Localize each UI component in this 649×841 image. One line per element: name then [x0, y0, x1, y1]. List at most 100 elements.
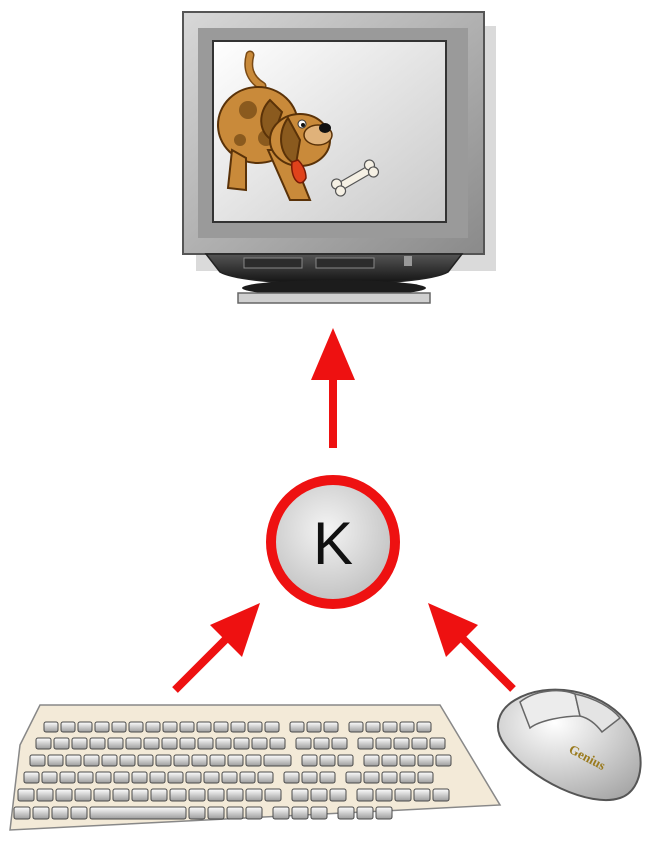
mouse-icon: Genius	[498, 690, 641, 800]
keyboard-key	[400, 772, 415, 783]
keyboard-key	[33, 807, 49, 819]
keyboard-key	[227, 789, 243, 801]
kernel-label: K	[313, 510, 353, 577]
keyboard-key	[314, 738, 329, 749]
keyboard-key	[349, 722, 363, 732]
arrow-keyboard-to-kernel	[175, 603, 260, 690]
keyboard-key	[417, 722, 431, 732]
keyboard-key	[126, 738, 141, 749]
keyboard-key	[120, 755, 135, 766]
keyboard-key	[72, 738, 87, 749]
keyboard-key	[258, 772, 273, 783]
keyboard-key	[311, 789, 327, 801]
keyboard-key	[151, 789, 167, 801]
keyboard-key	[332, 738, 347, 749]
keyboard-key	[168, 772, 183, 783]
keyboard-key	[414, 789, 430, 801]
keyboard-key	[192, 755, 207, 766]
keyboard-key	[231, 722, 245, 732]
keyboard-key	[228, 755, 243, 766]
keyboard-key	[265, 722, 279, 732]
keyboard-key	[156, 755, 171, 766]
keyboard-key	[364, 772, 379, 783]
keyboard-key	[436, 755, 451, 766]
keyboard-key	[320, 755, 335, 766]
keyboard-key	[400, 755, 415, 766]
keyboard-key	[78, 772, 93, 783]
keyboard-key	[102, 755, 117, 766]
keyboard-key	[146, 722, 160, 732]
keyboard-key	[94, 789, 110, 801]
keyboard-key	[284, 772, 299, 783]
keyboard-key	[42, 772, 57, 783]
keyboard-key	[14, 807, 30, 819]
keyboard-key	[324, 722, 338, 732]
keyboard-key	[383, 722, 397, 732]
keyboard-icon	[10, 705, 500, 830]
arrow-mouse-to-kernel	[428, 603, 513, 689]
keyboard-key	[418, 772, 433, 783]
keyboard-key	[320, 772, 335, 783]
keyboard-key	[112, 722, 126, 732]
keyboard-key	[162, 738, 177, 749]
keyboard-key	[114, 772, 129, 783]
keyboard-key	[150, 772, 165, 783]
keyboard-key	[96, 772, 111, 783]
keyboard-key	[302, 772, 317, 783]
keyboard-key	[132, 772, 147, 783]
keyboard-key	[180, 722, 194, 732]
keyboard-key	[366, 722, 380, 732]
keyboard-key	[364, 755, 379, 766]
arrow-kernel-to-monitor	[311, 328, 355, 448]
kernel-node: K	[271, 480, 395, 604]
keyboard-key	[292, 789, 308, 801]
keyboard-key	[216, 738, 231, 749]
keyboard-key	[338, 755, 353, 766]
keyboard-key	[198, 738, 213, 749]
keyboard-key	[234, 738, 249, 749]
keyboard-key	[61, 722, 75, 732]
keyboard-key	[54, 738, 69, 749]
keyboard-key	[174, 755, 189, 766]
keyboard-key	[290, 722, 304, 732]
keyboard-key	[240, 772, 255, 783]
keyboard-key	[338, 807, 354, 819]
keyboard-key	[189, 789, 205, 801]
keyboard-key	[18, 789, 34, 801]
keyboard-key	[433, 789, 449, 801]
keyboard-key	[44, 722, 58, 732]
keyboard-key	[311, 807, 327, 819]
keyboard-key	[113, 789, 129, 801]
keyboard-key	[252, 738, 267, 749]
keyboard-key	[90, 807, 186, 819]
keyboard-key	[227, 807, 243, 819]
keyboard-key	[170, 789, 186, 801]
keyboard-key	[430, 738, 445, 749]
keyboard-key	[264, 755, 291, 766]
keyboard-key	[210, 755, 225, 766]
keyboard-key	[246, 807, 262, 819]
keyboard-key	[75, 789, 91, 801]
keyboard-key	[296, 738, 311, 749]
monitor-icon	[183, 12, 496, 303]
keyboard-key	[214, 722, 228, 732]
keyboard-key	[292, 807, 308, 819]
keyboard-key	[60, 772, 75, 783]
keyboard-key	[204, 772, 219, 783]
keyboard-key	[395, 789, 411, 801]
keyboard-key	[129, 722, 143, 732]
keyboard-key	[36, 738, 51, 749]
keyboard-key	[418, 755, 433, 766]
keyboard-key	[37, 789, 53, 801]
keyboard-key	[30, 755, 45, 766]
keyboard-key	[246, 789, 262, 801]
keyboard-key	[248, 722, 262, 732]
keyboard-key	[357, 789, 373, 801]
keyboard-key	[307, 722, 321, 732]
keyboard-key	[394, 738, 409, 749]
keyboard-key	[163, 722, 177, 732]
keyboard-key	[382, 755, 397, 766]
keyboard-key	[265, 789, 281, 801]
keyboard-key	[24, 772, 39, 783]
